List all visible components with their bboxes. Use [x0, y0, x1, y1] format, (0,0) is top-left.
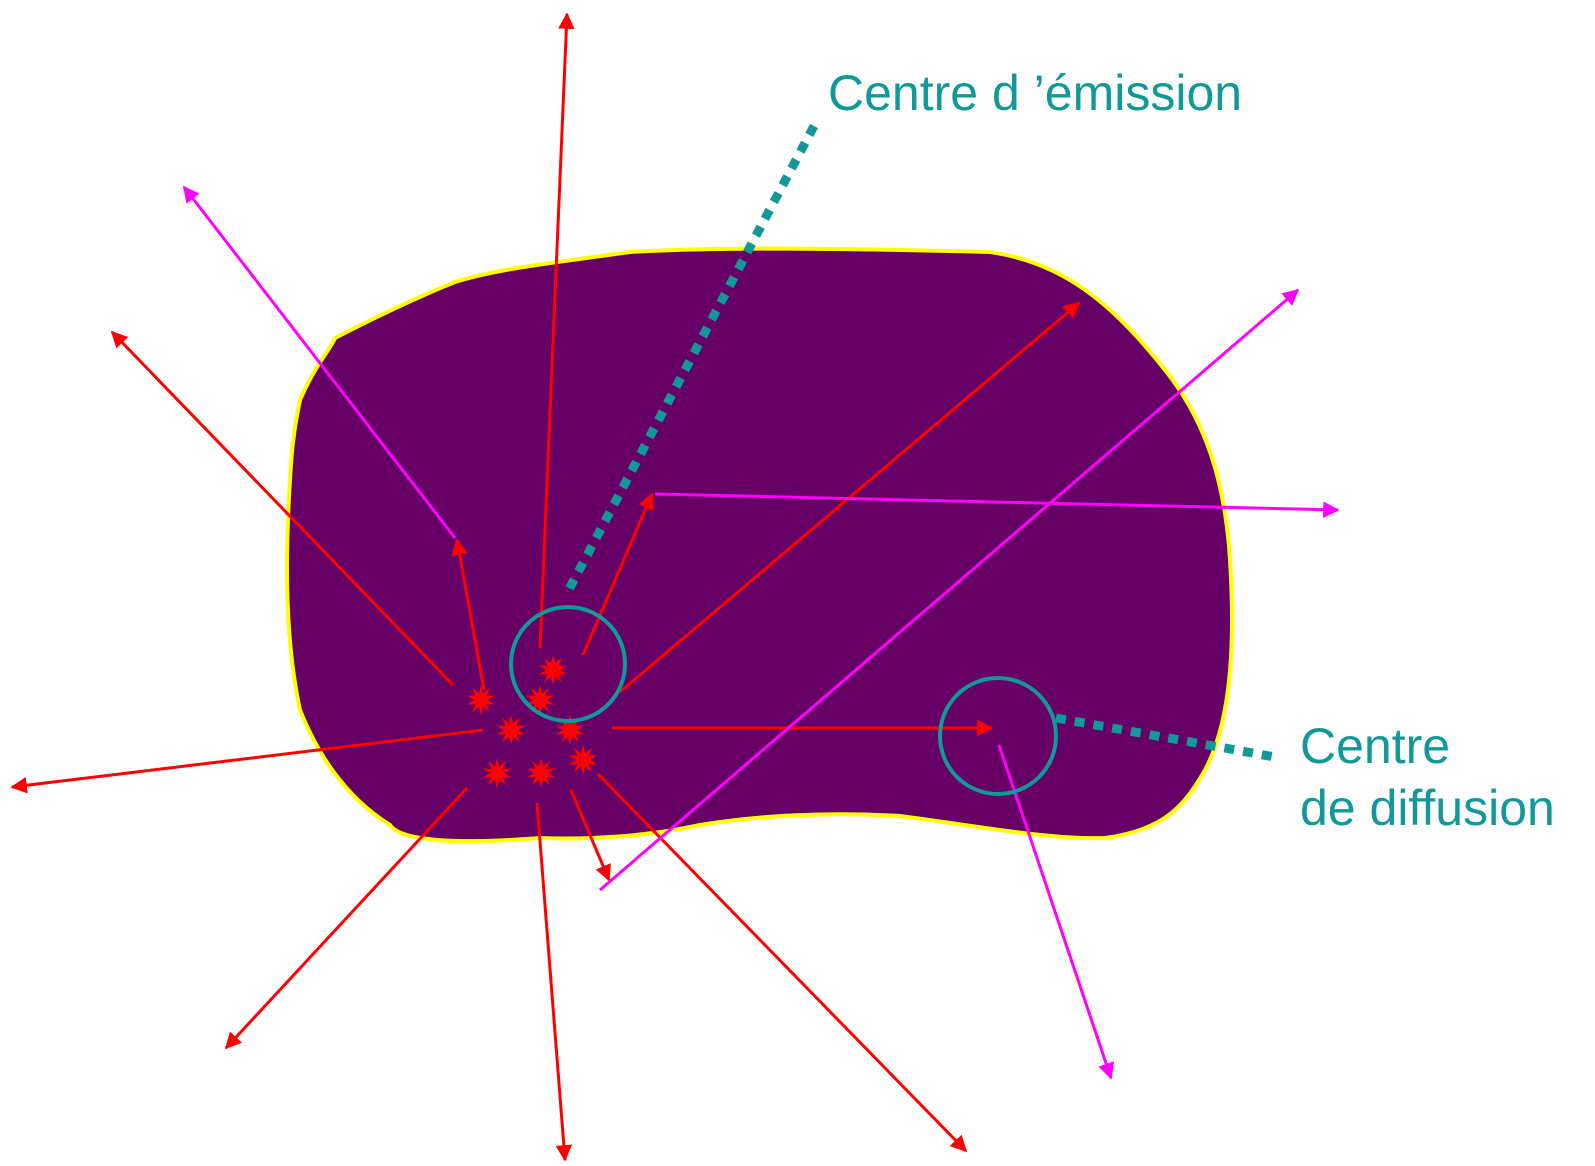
diffusion-center-label: Centre de diffusion: [1300, 715, 1555, 839]
emission-center-label: Centre d ’émission: [828, 62, 1242, 124]
diffusion-label-line2: de diffusion: [1300, 777, 1555, 839]
primary-ray-down: [537, 803, 565, 1160]
primary-ray-lower-left: [226, 788, 467, 1048]
primary-ray-lower-right: [598, 774, 966, 1151]
diffusion-label-line1: Centre: [1300, 715, 1555, 777]
